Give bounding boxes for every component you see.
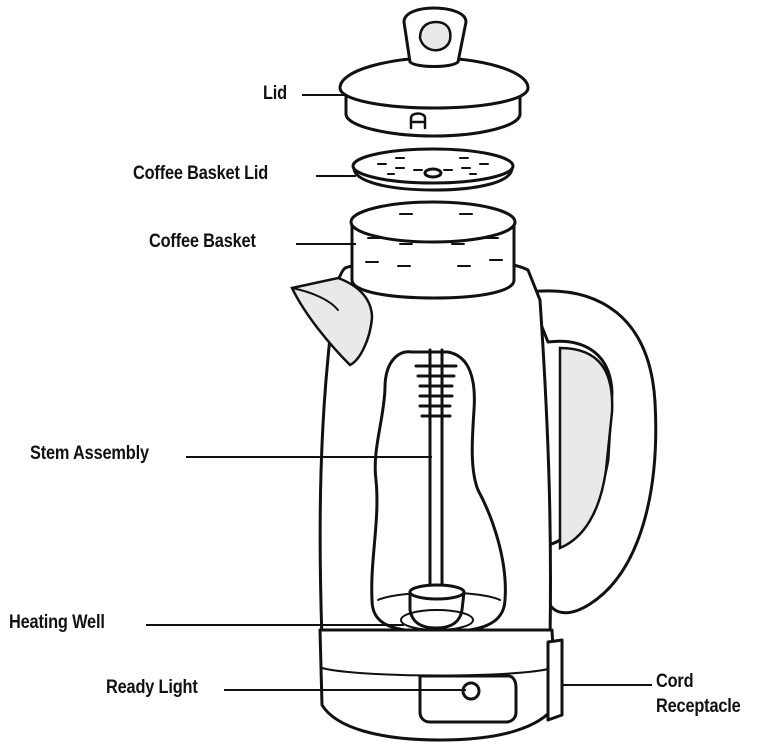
label-cord-receptacle-line2: Receptacle bbox=[656, 696, 741, 717]
leader-lines bbox=[146, 94, 652, 691]
stem-assembly-part bbox=[400, 348, 474, 631]
body-part bbox=[290, 257, 564, 742]
lid-part bbox=[338, 6, 530, 138]
label-cord-receptacle-line1: Cord bbox=[656, 671, 694, 692]
label-coffee-basket-lid: Coffee Basket Lid bbox=[133, 163, 269, 184]
label-coffee-basket: Coffee Basket bbox=[149, 231, 256, 252]
label-lid: Lid bbox=[263, 83, 287, 104]
coffee-basket-lid-part bbox=[351, 147, 515, 192]
coffee-basket-part bbox=[349, 200, 517, 300]
handle-part bbox=[526, 289, 658, 615]
label-stem-assembly: Stem Assembly bbox=[30, 443, 149, 464]
label-ready-light: Ready Light bbox=[106, 677, 198, 698]
label-heating-well: Heating Well bbox=[9, 612, 105, 633]
